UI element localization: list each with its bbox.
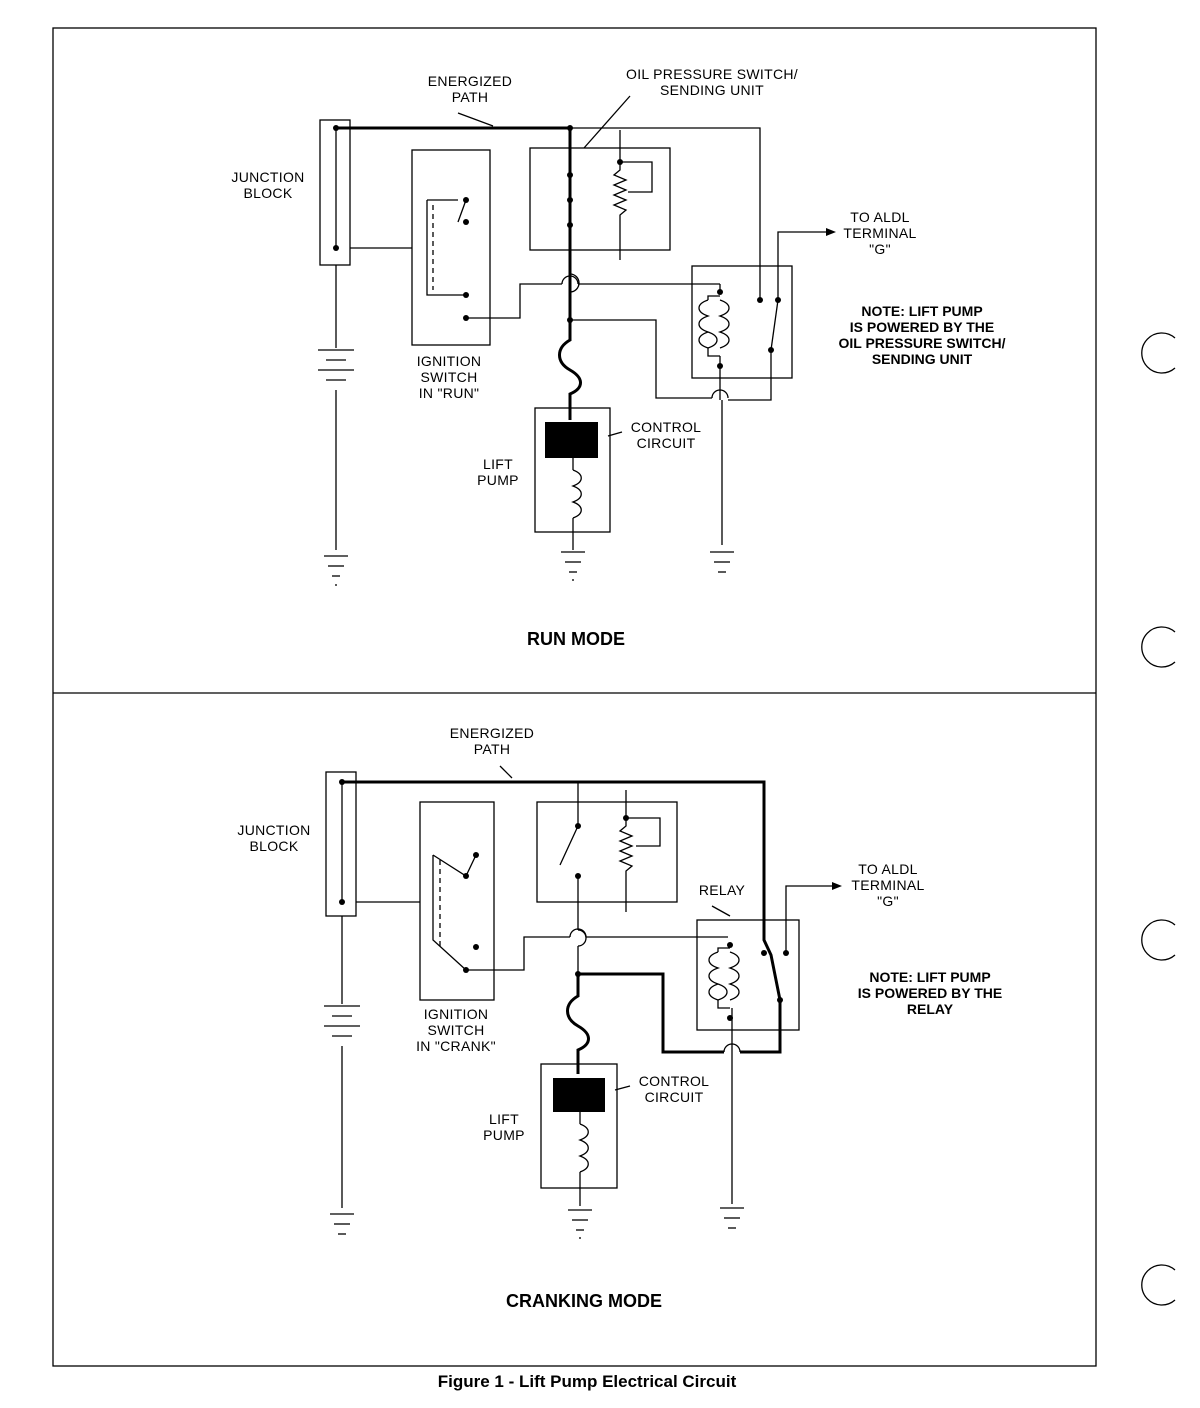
crank-pump-label-1: LIFT xyxy=(489,1111,519,1127)
crank-control-circuit-block xyxy=(553,1078,605,1112)
run-ignition-label-1: IGNITION xyxy=(417,353,482,369)
crank-mode-panel xyxy=(324,765,842,1239)
run-note-3: OIL PRESSURE SWITCH/ xyxy=(839,335,1006,351)
run-relay xyxy=(691,265,793,379)
crank-aldl-label-3: "G" xyxy=(877,893,899,909)
run-labels: ENERGIZED PATH OIL PRESSURE SWITCH/ SEND… xyxy=(231,66,1005,649)
run-ignition-switch xyxy=(411,149,491,346)
run-control-label-2: CIRCUIT xyxy=(637,435,696,451)
run-oil-pressure-switch xyxy=(529,147,671,251)
crank-ignition-label-3: IN "CRANK" xyxy=(416,1038,496,1054)
run-junction-label-2: BLOCK xyxy=(244,185,293,201)
crank-labels: ENERGIZED PATH JUNCTION BLOCK RELAY TO A… xyxy=(237,725,1002,1311)
run-control-circuit-block xyxy=(545,422,598,458)
crank-aldl-label-2: TERMINAL xyxy=(851,877,924,893)
binder-holes xyxy=(1141,332,1176,1306)
run-mode-title: RUN MODE xyxy=(527,629,625,649)
crank-lift-pump xyxy=(540,1063,618,1189)
crank-relay-label: RELAY xyxy=(699,882,746,898)
crank-ignition-label-1: IGNITION xyxy=(424,1006,489,1022)
crank-junction-block xyxy=(325,771,357,917)
crank-oil-pressure-switch xyxy=(536,801,678,903)
run-junction-label-1: JUNCTION xyxy=(231,169,304,185)
run-junction-block xyxy=(319,119,351,266)
crank-energized-path xyxy=(342,780,782,1054)
run-ignition-label-2: SWITCH xyxy=(420,369,477,385)
crank-note-2: IS POWERED BY THE xyxy=(858,985,1002,1001)
crank-control-label-1: CONTROL xyxy=(639,1073,710,1089)
crank-energized-label-1: ENERGIZED xyxy=(450,725,534,741)
crank-note-3: RELAY xyxy=(907,1001,954,1017)
run-note-1: NOTE: LIFT PUMP xyxy=(861,303,982,319)
crank-control-label-2: CIRCUIT xyxy=(645,1089,704,1105)
crank-mode-title: CRANKING MODE xyxy=(506,1291,662,1311)
crank-pump-label-2: PUMP xyxy=(483,1127,525,1143)
crank-junction-label-2: BLOCK xyxy=(250,838,299,854)
figure-frame xyxy=(52,27,1097,1367)
run-control-label-1: CONTROL xyxy=(631,419,702,435)
run-mode-panel xyxy=(318,95,836,586)
run-pump-label-1: LIFT xyxy=(483,456,513,472)
run-oil-switch-label-2: SENDING UNIT xyxy=(660,82,764,98)
crank-junction-label-1: JUNCTION xyxy=(237,822,310,838)
run-note-4: SENDING UNIT xyxy=(872,351,973,367)
crank-aldl-label-1: TO ALDL xyxy=(858,861,917,877)
run-energized-label-2: PATH xyxy=(452,89,488,105)
run-ignition-label-3: IN "RUN" xyxy=(419,385,480,401)
run-note-2: IS POWERED BY THE xyxy=(850,319,994,335)
run-oil-switch-label-1: OIL PRESSURE SWITCH/ xyxy=(626,66,798,82)
run-aldl-label-1: TO ALDL xyxy=(850,209,909,225)
run-aldl-label-2: TERMINAL xyxy=(843,225,916,241)
crank-energized-label-2: PATH xyxy=(474,741,510,757)
run-pump-label-2: PUMP xyxy=(477,472,519,488)
crank-relay xyxy=(696,919,800,1031)
run-energized-label-1: ENERGIZED xyxy=(428,73,512,89)
crank-note-1: NOTE: LIFT PUMP xyxy=(869,969,990,985)
crank-ignition-switch xyxy=(419,801,495,1001)
crank-ignition-label-2: SWITCH xyxy=(427,1022,484,1038)
figure-caption: Figure 1 - Lift Pump Electrical Circuit xyxy=(438,1372,737,1391)
run-aldl-label-3: "G" xyxy=(869,241,891,257)
